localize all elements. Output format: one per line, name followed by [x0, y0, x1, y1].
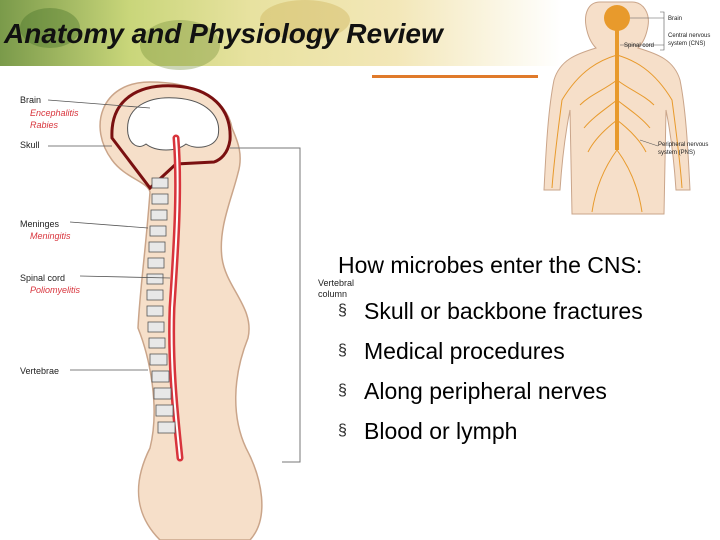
label-column: column	[318, 289, 348, 299]
bullet-list: § Skull or backbone fractures § Medical …	[338, 291, 718, 451]
peripheral-nerves	[551, 54, 683, 213]
label-cns-line1: Central nervous	[668, 33, 711, 39]
label-rabies: Rabies	[30, 120, 59, 130]
bullet-marker-icon: §	[338, 302, 347, 319]
vertebrae-stack	[146, 177, 176, 434]
bullet-item: § Medical procedures	[338, 331, 718, 371]
label-meninges: Meninges	[20, 219, 60, 229]
bullet-text: Blood or lymph	[364, 417, 518, 444]
skull-outline	[110, 84, 232, 191]
label-vertebral: Vertebral	[318, 278, 355, 288]
body-silhouette	[99, 81, 263, 540]
bullet-item: § Blood or lymph	[338, 411, 718, 451]
bullet-marker-icon: §	[338, 382, 347, 399]
bullet-item: § Skull or backbone fractures	[338, 291, 718, 331]
label-poliomyelitis: Poliomyelitis	[30, 285, 81, 295]
cns-anatomy-figure	[47, 81, 301, 540]
label-leader-lines	[620, 11, 665, 147]
bullet-text: Along peripheral nerves	[364, 377, 607, 404]
label-brain: Brain	[20, 95, 42, 105]
label-spinal-cord: Spinal cord	[20, 273, 66, 283]
label-cns-line2: system (CNS)	[668, 41, 706, 47]
bullet-item: § Along peripheral nerves	[338, 371, 718, 411]
label-brain-right: Brain	[668, 16, 683, 22]
label-pns-line2: system (PNS)	[658, 150, 696, 156]
vertebral-column-bracket	[230, 147, 301, 463]
label-pns-line1: Peripheral nervous	[658, 142, 709, 148]
label-encephalitis: Encephalitis	[30, 108, 79, 118]
label-spinal-cord-right: Spinal cord	[624, 43, 655, 49]
brain-shape	[127, 97, 220, 151]
label-meningitis: Meningitis	[30, 231, 71, 241]
brain-shape	[604, 5, 630, 31]
label-skull: Skull	[20, 140, 40, 150]
slide-title: Anatomy and Physiology Review	[4, 18, 443, 49]
nervous-system-figure	[543, 1, 691, 215]
bullet-marker-icon: §	[338, 422, 347, 439]
banner-texture	[20, 8, 80, 48]
spinal-cord-inner	[170, 137, 181, 459]
bullet-lead: How microbes enter the CNS:	[338, 252, 643, 278]
banner-texture	[260, 0, 350, 40]
bullet-section: How microbes enter the CNS: § Skull or b…	[338, 252, 718, 451]
bullet-text: Medical procedures	[364, 337, 565, 364]
label-vertebrae: Vertebrae	[20, 366, 60, 376]
banner-texture	[140, 20, 220, 70]
bullet-marker-icon: §	[338, 342, 347, 359]
title-underline	[372, 75, 538, 78]
label-leader-lines	[47, 99, 171, 371]
bullet-text: Skull or backbone fractures	[364, 297, 643, 324]
